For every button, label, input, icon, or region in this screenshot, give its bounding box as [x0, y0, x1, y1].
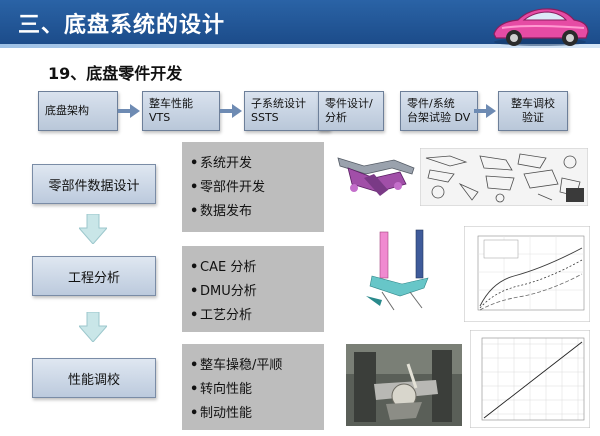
- stage-performance-tuning: 性能调校: [32, 358, 156, 398]
- flow-step-architecture: 底盘架构: [38, 91, 118, 131]
- list-item: •零部件开发: [190, 180, 266, 195]
- flow-arrow-icon: [118, 104, 140, 118]
- list-item: •CAE 分析: [190, 260, 257, 275]
- bench-test-rig-photo: [346, 344, 462, 426]
- flow-step-part-design: 零件设计/ 分析: [318, 91, 384, 131]
- flow-step-label: 零件/系统: [407, 97, 455, 110]
- flow-step-label: 整车调校: [511, 97, 555, 110]
- stage-label: 零部件数据设计: [48, 178, 140, 194]
- flow-step-label: VTS: [149, 111, 171, 124]
- subframe-render-image: [337, 157, 415, 196]
- flow-step-label: SSTS: [251, 111, 279, 124]
- stage-data-design: 零部件数据设计: [32, 164, 156, 204]
- list-item: •工艺分析: [190, 308, 253, 323]
- strut-assembly-image: [366, 229, 429, 311]
- flow-step-label: 零件设计/: [325, 97, 373, 110]
- stage-label: 工程分析: [67, 270, 120, 286]
- list-performance-tuning: •整车操稳/平顺 •转向性能 •制动性能: [182, 344, 324, 430]
- flow-step-label: 子系统设计: [251, 97, 306, 110]
- list-item: •整车操稳/平顺: [190, 358, 283, 373]
- list-item: •系统开发: [190, 156, 253, 171]
- flow-step-label: 分析: [325, 111, 347, 124]
- flow-arrow-icon: [220, 104, 242, 118]
- list-engineering-analysis: •CAE 分析 •DMU分析 •工艺分析: [182, 246, 324, 332]
- list-item: •数据发布: [190, 204, 253, 219]
- list-item: •DMU分析: [190, 284, 257, 299]
- header-bar: 三、底盘系统的设计: [0, 0, 600, 44]
- test-curve-plot-image: [464, 226, 590, 322]
- flow-step-label: 底盘架构: [45, 104, 89, 117]
- list-item: •制动性能: [190, 406, 253, 421]
- exploded-parts-image: [420, 148, 588, 206]
- flow-step-ssts: 子系统设计 SSTS: [244, 91, 330, 131]
- down-arrow-icon: [79, 312, 107, 342]
- flow-step-label: 验证: [522, 111, 544, 124]
- flow-arrow-icon: [474, 104, 496, 118]
- list-item: •转向性能: [190, 382, 253, 397]
- flow-step-vts: 整车性能 VTS: [142, 91, 220, 131]
- section-subtitle: 19、底盘零件开发: [48, 64, 183, 83]
- header-stripe: [0, 44, 600, 48]
- car-logo-icon: [493, 8, 589, 46]
- page-title: 三、底盘系统的设计: [18, 13, 226, 38]
- flow-step-label: 整车性能: [149, 97, 193, 110]
- stage-engineering-analysis: 工程分析: [32, 256, 156, 296]
- flow-step-label: 台架试验 DV: [407, 111, 471, 124]
- flow-step-dv: 零件/系统 台架试验 DV: [400, 91, 478, 131]
- linear-response-chart-image: [470, 330, 590, 428]
- stage-label: 性能调校: [67, 372, 120, 388]
- down-arrow-icon: [79, 214, 107, 244]
- flow-step-validation: 整车调校 验证: [498, 91, 568, 131]
- list-data-design: •系统开发 •零部件开发 •数据发布: [182, 142, 324, 232]
